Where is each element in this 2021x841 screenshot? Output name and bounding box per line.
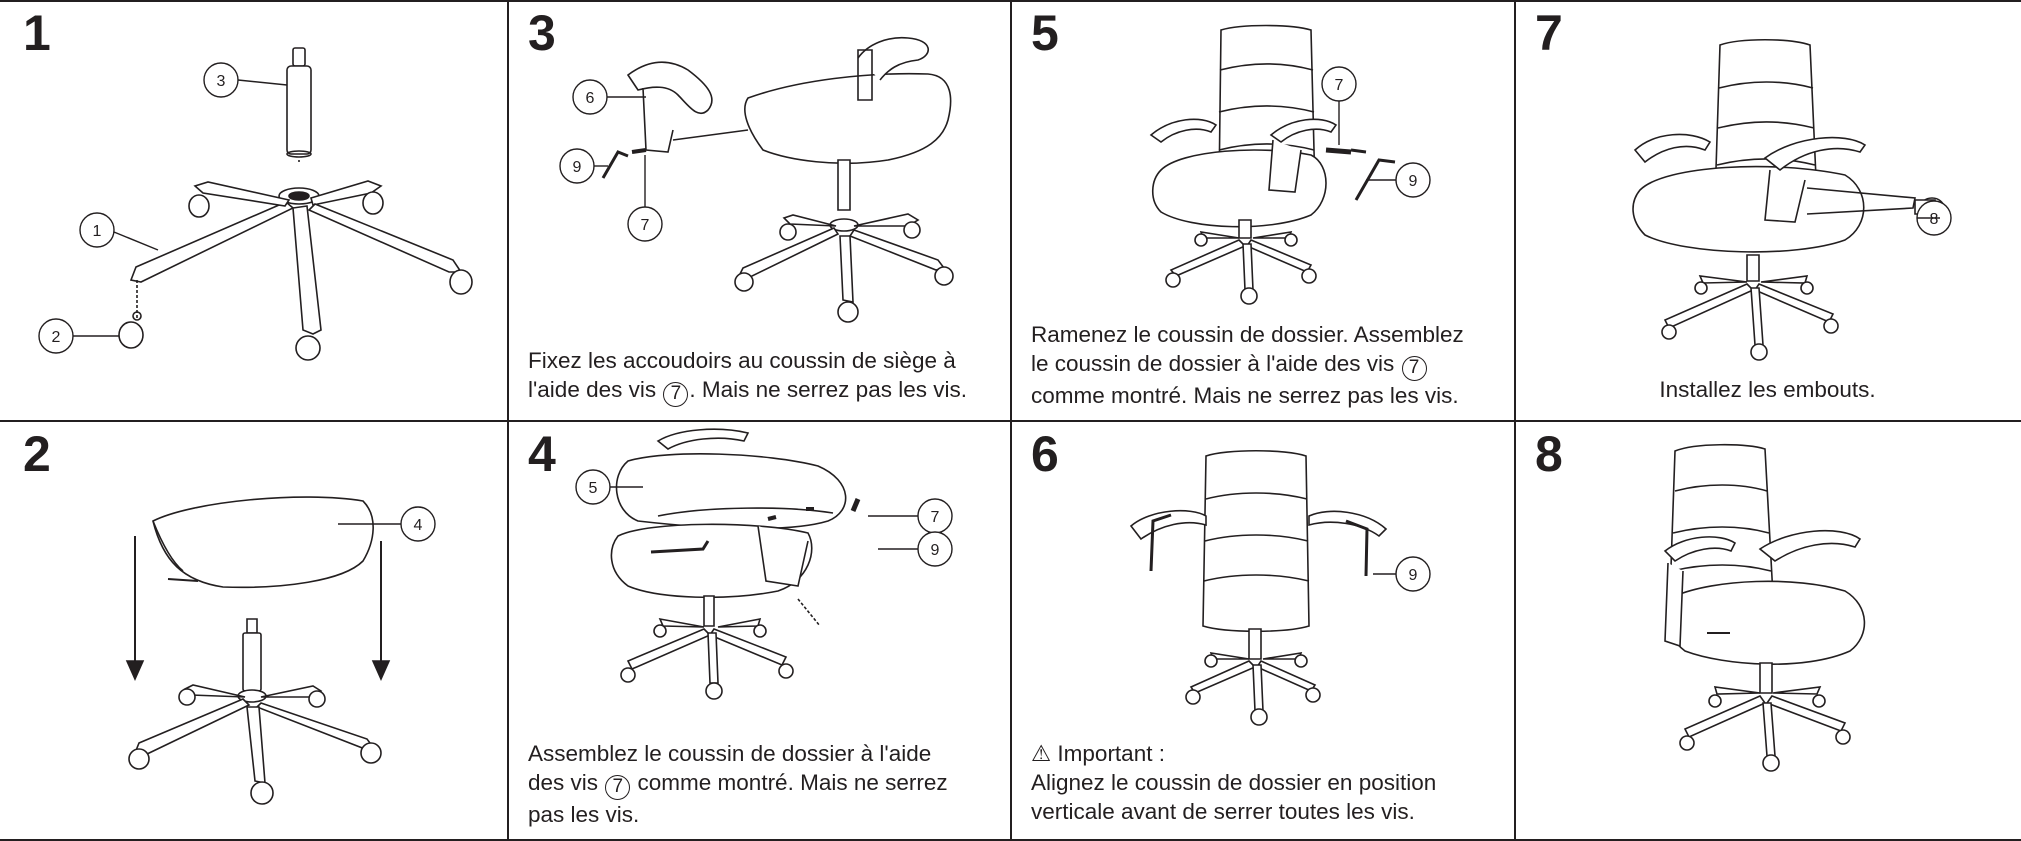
divider-col-3 (1514, 0, 1516, 841)
callouts: 7 9 (1011, 0, 1516, 420)
caption-text: comme montré. Mais ne serrez (631, 770, 948, 795)
armrest-attach-illustration (508, 0, 1013, 420)
callout-1-label: 1 (93, 223, 102, 240)
step-number: 5 (1031, 5, 1059, 61)
step-panel-1: 1 3 (3, 0, 508, 420)
callouts: 3 1 2 (3, 0, 508, 420)
step-number: 8 (1535, 426, 1563, 482)
align-backrest-illustration (1011, 421, 1516, 841)
caption-text: des vis (528, 770, 605, 795)
callout-9-label: 9 (1409, 173, 1418, 190)
step-panel-7: 7 (1515, 0, 2020, 420)
step-caption: Assemblez le coussin de dossier à l'aide… (528, 739, 1008, 829)
caption-line: Installez les embouts. (1659, 377, 1876, 402)
callout-9-label: 9 (1409, 567, 1418, 584)
caption-line: Ramenez le coussin de dossier. Assemblez (1031, 322, 1464, 347)
step-panel-5: 5 (1011, 0, 1516, 420)
end-caps-illustration (1515, 0, 2020, 420)
part-reference-7: 7 (663, 382, 689, 407)
divider-col-1 (507, 0, 509, 841)
caption-line: le coussin de dossier à l'aide des vis 7 (1031, 349, 1511, 381)
part-reference-7: 7 (605, 775, 631, 800)
callout-5-label: 5 (589, 480, 598, 497)
callouts: 8 (1515, 0, 2020, 420)
callouts: 4 (3, 421, 508, 841)
callout-1 (80, 213, 114, 247)
step-panel-4: 4 (508, 421, 1013, 841)
step-number: 4 (528, 426, 556, 482)
step-number: 6 (1031, 426, 1059, 482)
backrest-attach-illustration (1011, 0, 1516, 420)
step-caption: Ramenez le coussin de dossier. Assemblez… (1031, 320, 1511, 410)
callout-9-label: 9 (573, 159, 582, 176)
step-caption: ⚠ Important : Alignez le coussin de doss… (1031, 739, 1511, 826)
caption-line: l'aide des vis 7. Mais ne serrez pas les… (528, 375, 1008, 407)
step-panel-2: 2 (3, 421, 508, 841)
finished-chair-illustration (1515, 421, 2020, 841)
callout-6-label: 6 (586, 90, 595, 107)
step-number: 7 (1535, 5, 1563, 61)
step-caption: Installez les embouts. (1515, 375, 2020, 404)
step-panel-6: 6 9 (1011, 421, 1516, 841)
caption-line: verticale avant de serrer toutes les vis… (1031, 799, 1415, 824)
step-caption: Fixez les accoudoirs au coussin de siège… (528, 346, 1008, 407)
callout-4-label: 4 (414, 517, 423, 534)
step-number: 3 (528, 5, 556, 61)
base-assembly-illustration (3, 0, 508, 420)
callout-9-label: 9 (931, 542, 940, 559)
callout-7-label: 7 (931, 509, 940, 526)
caption-text: le coussin de dossier à l'aide des vis (1031, 351, 1401, 376)
caption-line: Fixez les accoudoirs au coussin de siège… (528, 348, 956, 373)
seat-mount-illustration (3, 421, 508, 841)
step-panel-3: 3 (508, 0, 1013, 420)
caption-line: comme montré. Mais ne serrez pas les vis… (1031, 383, 1459, 408)
callouts: 9 (1011, 421, 1516, 841)
caption-text: . Mais ne serrez pas les vis. (689, 377, 967, 402)
callout-3-label: 3 (217, 73, 226, 90)
callouts: 6 9 7 (508, 0, 1013, 420)
caption-text: l'aide des vis (528, 377, 663, 402)
caption-line: pas les vis. (528, 802, 640, 827)
callout-7-label: 7 (1335, 77, 1344, 94)
caption-line: Alignez le coussin de dossier en positio… (1031, 770, 1437, 795)
step-number: 1 (23, 5, 51, 61)
part-reference-7: 7 (1401, 356, 1427, 381)
caption-line: Assemblez le coussin de dossier à l'aide (528, 741, 932, 766)
step-number: 2 (23, 426, 51, 482)
callouts: 5 7 9 (508, 421, 1013, 841)
step-panel-8: 8 (1515, 421, 2020, 841)
callout-8-label: 8 (1930, 211, 1939, 228)
callout-7-label: 7 (641, 217, 650, 234)
divider-col-2 (1010, 0, 1012, 841)
caption-line: des vis 7 comme montré. Mais ne serrez (528, 768, 1008, 800)
callout-2-label: 2 (52, 329, 61, 346)
backrest-mount-illustration (508, 421, 1013, 841)
warning-heading: ⚠ Important : (1031, 741, 1165, 766)
